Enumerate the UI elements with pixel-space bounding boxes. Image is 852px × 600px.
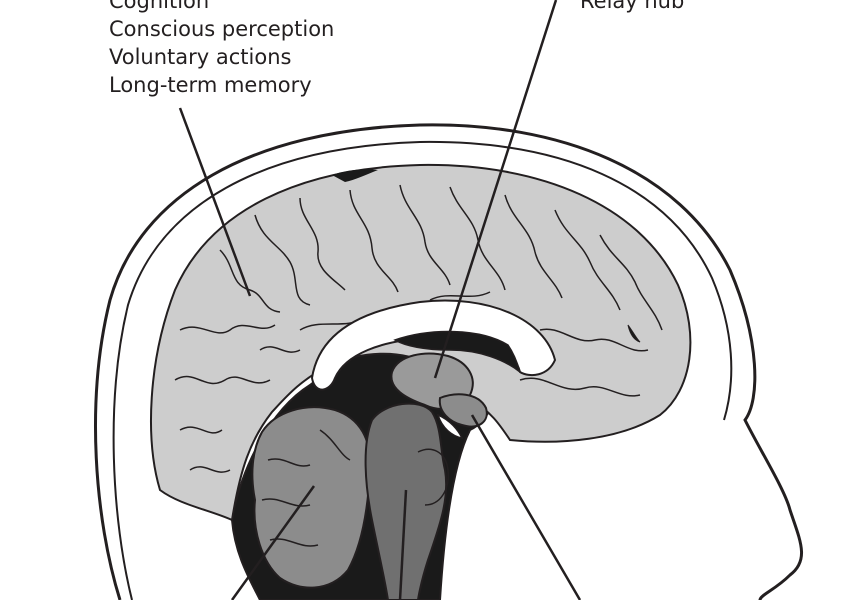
top-sulcus: [332, 169, 378, 182]
head-outline: [94, 123, 804, 600]
hypothalamus-leader-line: [470, 414, 582, 600]
function-cognition: Cognition: [109, 0, 210, 13]
cerebrum-function-list: Cognition Conscious perception Voluntary…: [109, 0, 334, 99]
lateral-ventricle: [393, 330, 522, 375]
pons: [417, 448, 449, 506]
function-conscious-perception: Conscious perception: [109, 17, 335, 41]
thalamus-label: Relay hub: [580, 0, 685, 13]
function-voluntary-actions: Voluntary actions: [109, 45, 292, 69]
optic-chiasm: [436, 413, 464, 440]
function-long-term-memory: Long-term memory: [109, 73, 312, 97]
back-sulcus: [627, 324, 641, 343]
cerebellum: [251, 406, 372, 589]
cerebrum-leader-line: [178, 107, 252, 297]
thalamus-leader-line: [433, 0, 558, 379]
corpus-callosum: [310, 299, 557, 391]
cerebellum-leader-line: [230, 485, 316, 600]
brainstem-leader-line: [398, 489, 408, 600]
skull-outline: [112, 140, 733, 600]
